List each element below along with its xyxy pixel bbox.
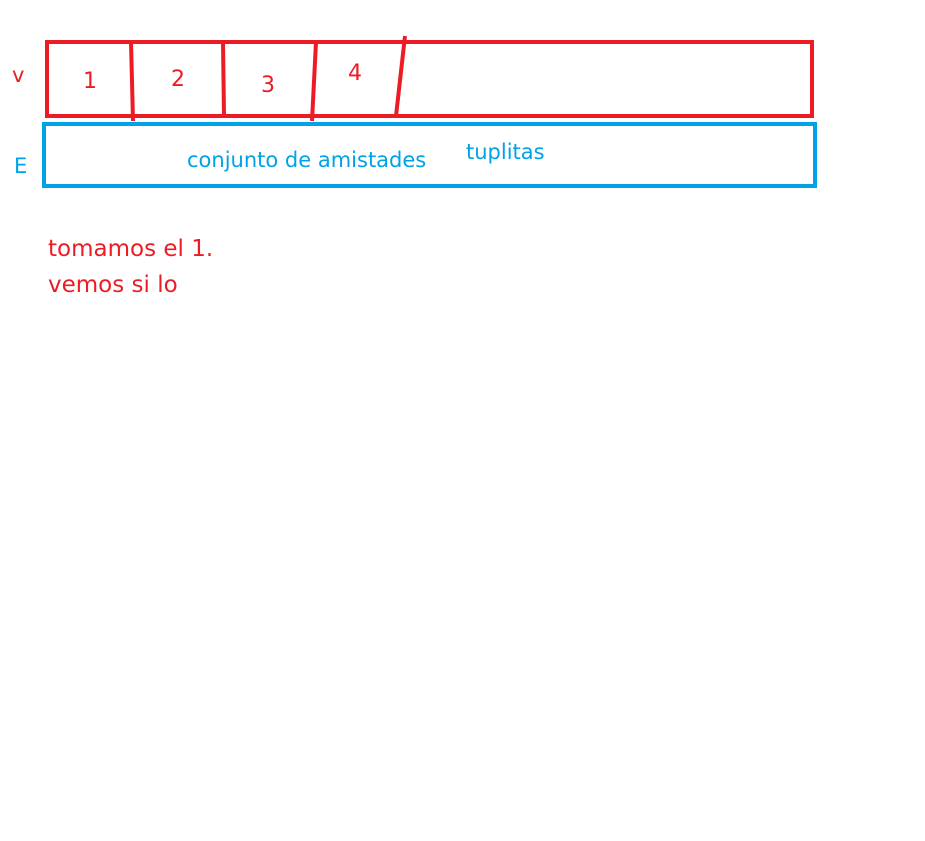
- e-set-annotation: tuplitas: [466, 140, 545, 164]
- v-divider-3: [310, 41, 318, 122]
- v-divider-2: [221, 41, 226, 117]
- v-cell-3: 3: [261, 73, 275, 98]
- v-cell-2: 2: [171, 67, 185, 92]
- v-divider-1: [129, 41, 135, 122]
- v-array: 1 2 3 4: [45, 35, 814, 122]
- v-array-outline: [45, 40, 814, 118]
- note-line-1: tomamos el 1.: [48, 236, 214, 262]
- e-set-outline: [42, 122, 817, 188]
- note-line-2: vemos si lo: [48, 272, 178, 298]
- e-set-text: conjunto de amistades: [187, 148, 426, 172]
- v-divider-4: [394, 35, 407, 117]
- v-cell-4: 4: [348, 61, 362, 86]
- e-set: conjunto de amistades tuplitas: [42, 122, 817, 188]
- e-label: E: [14, 154, 27, 178]
- v-cell-1: 1: [83, 69, 97, 94]
- v-label: v: [12, 63, 24, 87]
